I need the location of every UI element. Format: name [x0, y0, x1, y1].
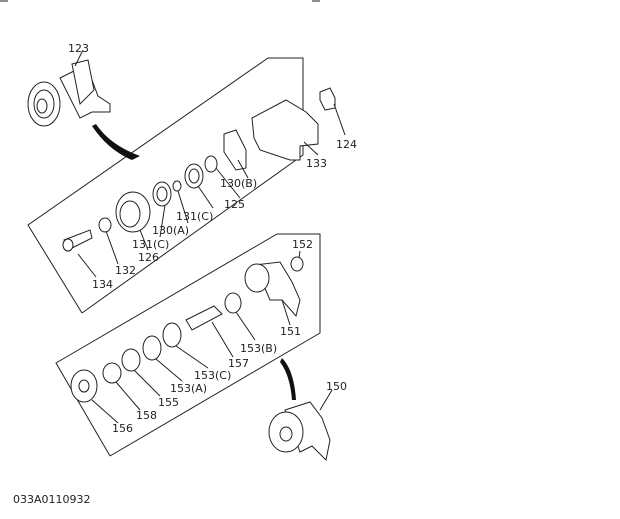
part-label-155: 155: [158, 396, 179, 409]
part-label-124: 124: [336, 138, 357, 151]
part-label-130b: 130(B): [220, 177, 257, 190]
part-label-131c: 131(C): [176, 210, 213, 223]
part-label-126: 126: [138, 251, 159, 264]
arrow-icon: [92, 124, 140, 160]
part-label-153a: 153(A): [170, 382, 207, 395]
part-label-158: 158: [136, 409, 157, 422]
upper-group-frame: [27, 57, 304, 314]
lower-group-frame: [55, 233, 321, 457]
part-label-123: 123: [68, 42, 89, 55]
leader-lines: [74, 49, 346, 424]
lower-parts-drawing: [70, 256, 304, 403]
part-label-131c: 131(C): [132, 238, 169, 251]
part-label-153b: 153(B): [240, 342, 277, 355]
part-label-134: 134: [92, 278, 113, 291]
part-label-133: 133: [306, 157, 327, 170]
part-label-157: 157: [228, 357, 249, 370]
assembly-150-drawing: [268, 358, 331, 462]
part-label-130a: 130(A): [152, 224, 189, 237]
drawing-code: 033A0110932: [13, 493, 91, 506]
part-label-150: 150: [326, 380, 347, 393]
part-label-125: 125: [224, 198, 245, 211]
part-label-153c: 153(C): [194, 369, 231, 382]
upper-parts-drawing: [62, 87, 336, 252]
assembly-123-drawing: [27, 59, 140, 160]
arrow-icon: [280, 358, 296, 400]
part-label-151: 151: [280, 325, 301, 338]
part-label-132: 132: [115, 264, 136, 277]
part-label-152: 152: [292, 238, 313, 251]
part-label-156: 156: [112, 422, 133, 435]
